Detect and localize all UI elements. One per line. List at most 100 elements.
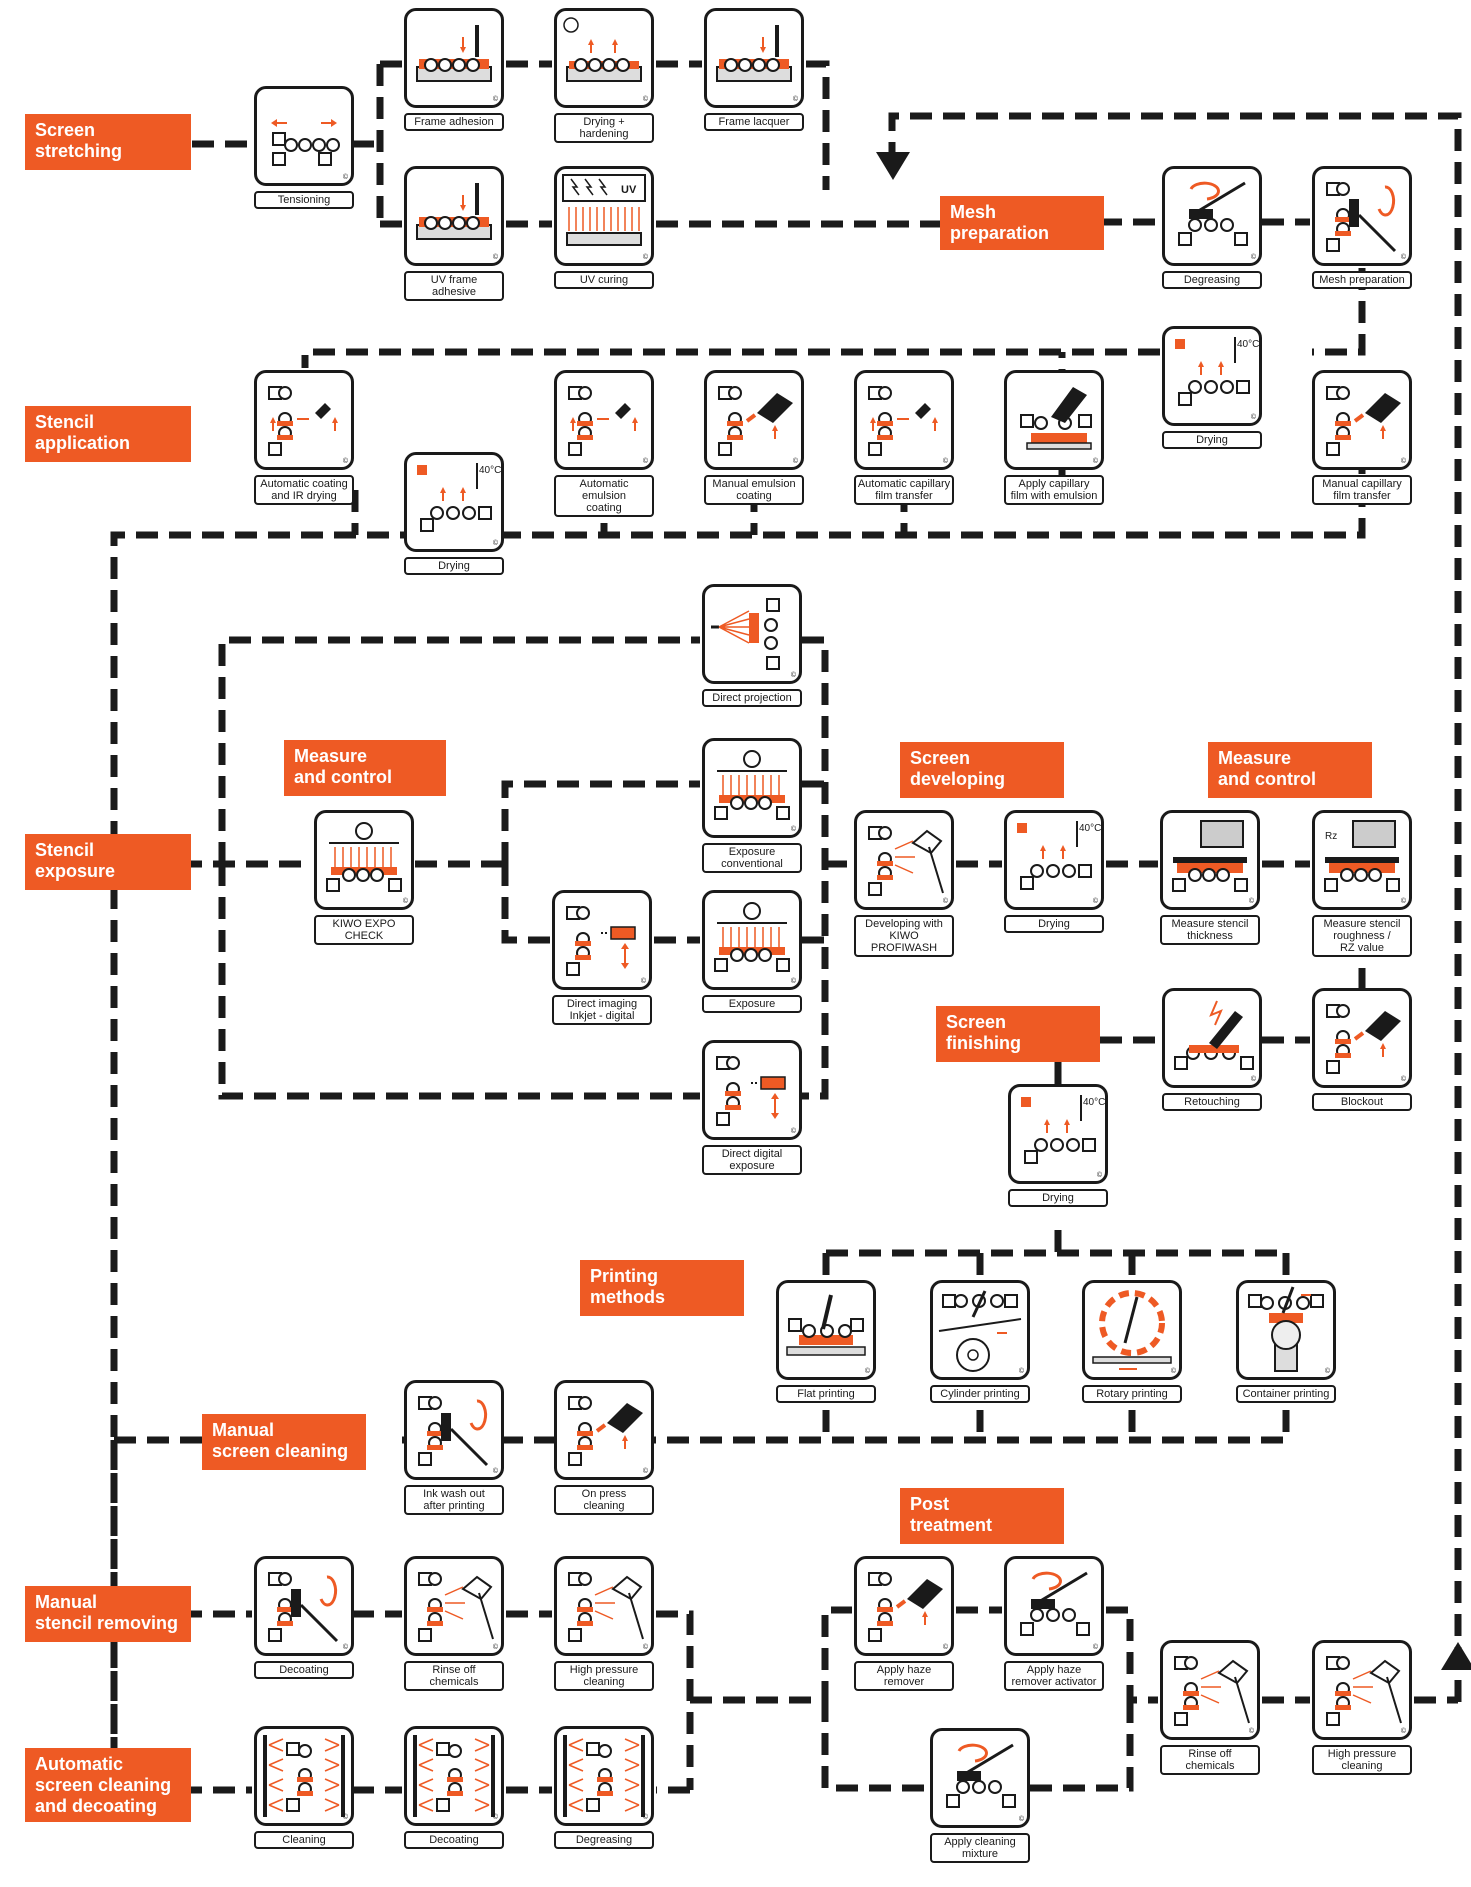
step-auto-decoating: © Decoating [402, 1726, 506, 1849]
container-print-icon: © [1236, 1280, 1336, 1380]
frame-lacquer-icon: © [704, 8, 804, 108]
step-on-press-cleaning: © On press cleaning [552, 1380, 656, 1515]
thickness-gauge-icon: © [1160, 810, 1260, 910]
step-label: Rinse off chemicals [1160, 1745, 1260, 1775]
section-post-treatment: Post treatment [900, 1488, 1064, 1544]
rinse-icon: © [1160, 1640, 1260, 1740]
step-manual-capillary: ©Manual capillary film transfer [1310, 370, 1414, 505]
step-label: Degreasing [554, 1831, 654, 1849]
step-label: Direct projection [702, 689, 802, 707]
step-direct-digital: ©Direct digital exposure [700, 1040, 804, 1175]
auto-decoat-icon: © [404, 1726, 504, 1826]
step-measure-roughness: Rz© Measure stencil roughness / RZ value [1310, 810, 1414, 957]
step-drying-hardening: ©Drying + hardening [552, 8, 656, 143]
drying-icon: 40°C© [1162, 326, 1262, 426]
rotary-print-icon: © [1082, 1280, 1182, 1380]
step-label: Manual emulsion coating [704, 475, 804, 505]
blockout-icon: © [1312, 988, 1412, 1088]
step-label: Automatic capillary film transfer [854, 475, 954, 505]
step-mesh-preparation: © Mesh preparation [1310, 166, 1414, 289]
step-label: Drying + hardening [554, 113, 654, 143]
step-label: On press cleaning [554, 1485, 654, 1515]
step-label: UV frame adhesive [404, 271, 504, 301]
cylinder-print-icon: © [930, 1280, 1030, 1380]
expo-check-icon: © [314, 810, 414, 910]
step-label: Automatic coating and IR drying [254, 475, 354, 505]
step-label: Direct digital exposure [702, 1145, 802, 1175]
section-printing-methods: Printing methods [580, 1260, 744, 1316]
step-cleaning-mixture: ©Apply cleaning mixture [928, 1728, 1032, 1863]
flat-print-icon: © [776, 1280, 876, 1380]
step-flat-printing: © Flat printing [774, 1280, 878, 1403]
step-label: Measure stencil roughness / RZ value [1312, 915, 1412, 957]
step-auto-capillary: ©Automatic capillary film transfer [852, 370, 956, 505]
step-high-pressure-2: ©High pressure cleaning [1310, 1640, 1414, 1775]
rinse-icon: © [404, 1556, 504, 1656]
step-haze-remover: ©Apply haze remover [852, 1556, 956, 1691]
svg-text:40°C: 40°C [1079, 823, 1101, 834]
lamp-exposure-icon: © [702, 738, 802, 838]
step-drying-mesh: 40°C©Drying [1160, 326, 1264, 449]
section-measure-control-2: Measure and control [1208, 742, 1372, 798]
step-label: Cleaning [254, 1831, 354, 1849]
step-label: Measure stencil thickness [1160, 915, 1260, 945]
step-label: Apply haze remover [854, 1661, 954, 1691]
step-label: Tensioning [254, 191, 354, 209]
svg-text:40°C: 40°C [1237, 339, 1259, 350]
cloth-icon: © [554, 1380, 654, 1480]
emulsion-coating-icon: © [554, 370, 654, 470]
step-frame-adhesion: ©Frame adhesion [402, 8, 506, 131]
svg-text:UV: UV [621, 184, 637, 196]
section-stencil-application: Stencil application [25, 406, 191, 462]
roughness-gauge-icon: Rz© [1312, 810, 1412, 910]
step-haze-activator: ©Apply haze remover activator [1002, 1556, 1106, 1691]
section-mesh-preparation: Mesh preparation [940, 196, 1104, 250]
svg-text:40°C: 40°C [479, 465, 501, 476]
step-label: Flat printing [776, 1385, 876, 1403]
step-label: Automatic emulsion coating [554, 475, 654, 517]
step-label: Rotary printing [1082, 1385, 1182, 1403]
step-label: Degreasing [1162, 271, 1262, 289]
step-label: Manual capillary film transfer [1312, 475, 1412, 505]
step-drying-stencil: 40°C©Drying [402, 452, 506, 575]
step-rinse-off-2: © Rinse off chemicals [1158, 1640, 1262, 1775]
step-label: Decoating [404, 1831, 504, 1849]
step-frame-lacquer: ©Frame lacquer [702, 8, 806, 131]
step-high-pressure-1: ©High pressure cleaning [552, 1556, 656, 1691]
auto-coating-icon: © [254, 370, 354, 470]
mesh-preparation-icon: © [1312, 166, 1412, 266]
uv-curing-icon: UV© [554, 166, 654, 266]
section-stencil-exposure: Stencil exposure [25, 834, 191, 890]
section-manual-screen-cleaning: Manual screen cleaning [202, 1414, 366, 1470]
step-label: Frame adhesion [404, 113, 504, 131]
step-label: Ink wash out after printing [404, 1485, 504, 1515]
step-direct-projection: ©Direct projection [700, 584, 804, 707]
step-label: Exposure conventional [702, 843, 802, 873]
step-drying-finish: 40°C©Drying [1006, 1084, 1110, 1207]
step-label: Blockout [1312, 1093, 1412, 1111]
step-label: Cylinder printing [930, 1385, 1030, 1403]
step-label: Mesh preparation [1312, 271, 1412, 289]
washout-brush-icon: © [404, 1380, 504, 1480]
step-rotary-printing: © Rotary printing [1080, 1280, 1184, 1403]
section-screen-stretching: Screen stretching [25, 114, 191, 170]
auto-spray-icon: © [554, 1726, 654, 1826]
activator-brush-icon: © [1004, 1556, 1104, 1656]
step-label: Retouching [1162, 1093, 1262, 1111]
section-screen-finishing: Screen finishing [936, 1006, 1100, 1062]
step-label: UV curing [554, 271, 654, 289]
step-exposure-conventional: © Exposure conventional [700, 738, 804, 873]
lamp-exposure-icon: © [702, 890, 802, 990]
step-rinse-off-1: © Rinse off chemicals [402, 1556, 506, 1691]
step-label: Drying [1008, 1189, 1108, 1207]
decoating-brush-icon: © [254, 1556, 354, 1656]
step-label: Decoating [254, 1661, 354, 1679]
spray-gun-icon: © [854, 810, 954, 910]
auto-spray-icon: © [254, 1726, 354, 1826]
step-manual-emulsion: ©Manual emulsion coating [702, 370, 806, 505]
step-ink-washout: © Ink wash out after printing [402, 1380, 506, 1515]
step-label: Developing with KIWO PROFIWASH [854, 915, 954, 957]
retouch-pen-icon: © [1162, 988, 1262, 1088]
step-label: Rinse off chemicals [404, 1661, 504, 1691]
